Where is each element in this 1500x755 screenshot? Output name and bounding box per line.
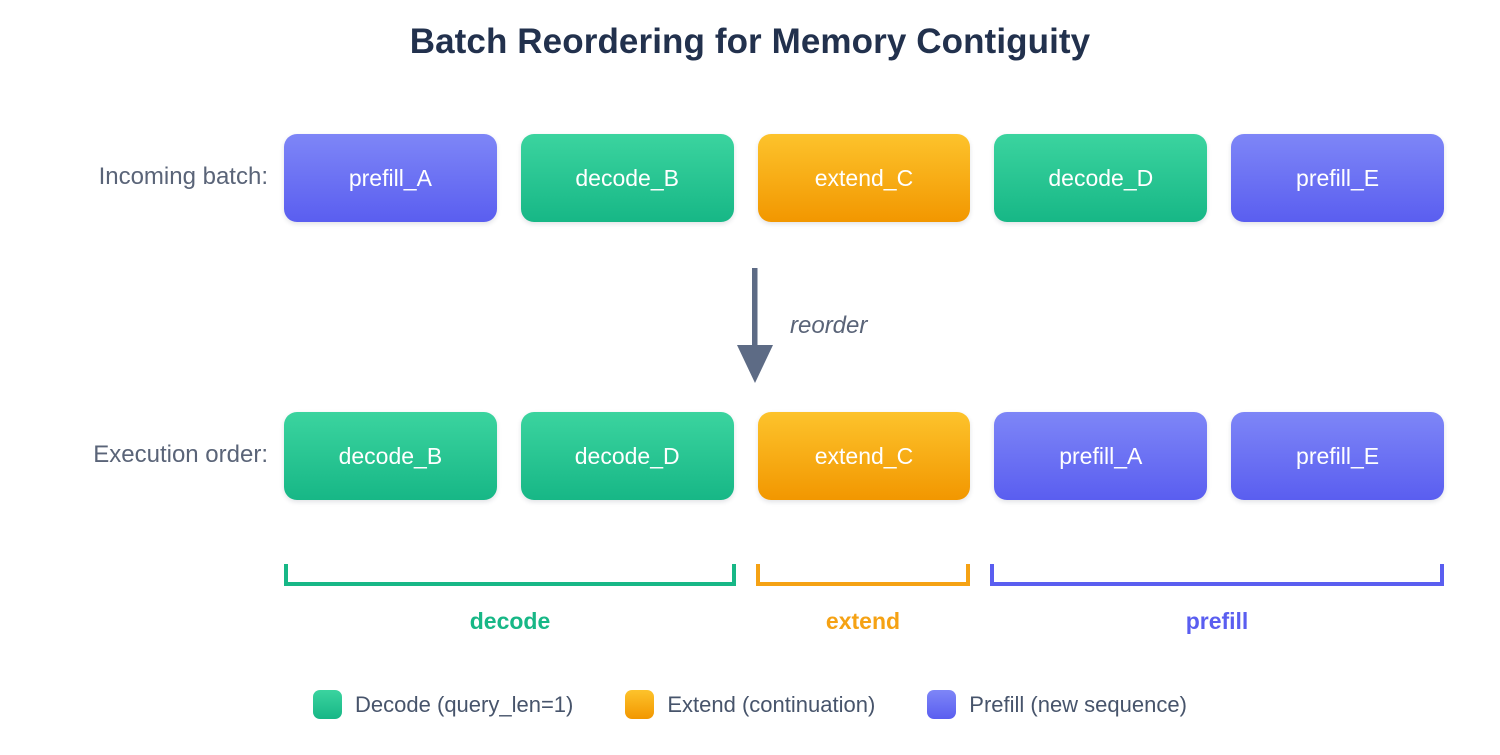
incoming-box-prefill-e[interactable]: prefill_E xyxy=(1231,134,1444,222)
legend-swatch-extend-icon xyxy=(625,690,655,719)
legend-item-prefill: Prefill (new sequence) xyxy=(927,690,1187,719)
execution-box-prefill-e[interactable]: prefill_E xyxy=(1231,412,1444,500)
group-bracket-prefill xyxy=(990,564,1444,586)
incoming-batch-label: Incoming batch: xyxy=(98,163,268,190)
legend: Decode (query_len=1) Extend (continuatio… xyxy=(0,690,1500,719)
group-label-prefill: prefill xyxy=(1185,608,1249,634)
group-label-extend: extend xyxy=(825,608,901,634)
group-label-decode: decode xyxy=(469,608,551,634)
execution-order-label: Execution order: xyxy=(93,441,268,468)
execution-box-decode-b[interactable]: decode_B xyxy=(284,412,497,500)
legend-item-decode: Decode (query_len=1) xyxy=(313,690,573,719)
legend-swatch-prefill-icon xyxy=(927,690,957,719)
group-bracket-decode xyxy=(284,564,736,586)
arrow-down-icon xyxy=(737,268,773,383)
incoming-box-prefill-a[interactable]: prefill_A xyxy=(284,134,497,222)
incoming-box-extend-c[interactable]: extend_C xyxy=(757,134,971,222)
reorder-label: reorder xyxy=(790,312,868,339)
page-title: Batch Reordering for Memory Contiguity xyxy=(409,22,1091,61)
incoming-box-decode-d[interactable]: decode_D xyxy=(994,134,1208,222)
execution-box-extend-c[interactable]: extend_C xyxy=(757,412,971,500)
incoming-batch-row: prefill_A decode_B extend_C decode_D pre… xyxy=(284,134,1444,222)
legend-label-decode: Decode (query_len=1) xyxy=(355,691,574,717)
legend-label-extend: Extend (continuation) xyxy=(667,691,876,717)
execution-order-row: decode_B decode_D extend_C prefill_A pre… xyxy=(284,412,1444,500)
incoming-box-decode-b[interactable]: decode_B xyxy=(520,134,734,222)
legend-label-prefill: Prefill (new sequence) xyxy=(969,691,1187,717)
execution-box-prefill-a[interactable]: prefill_A xyxy=(994,412,1208,500)
group-bracket-extend xyxy=(756,564,970,586)
execution-box-decode-d[interactable]: decode_D xyxy=(520,412,734,500)
legend-item-extend: Extend (continuation) xyxy=(625,690,875,719)
legend-swatch-decode-icon xyxy=(313,690,343,719)
